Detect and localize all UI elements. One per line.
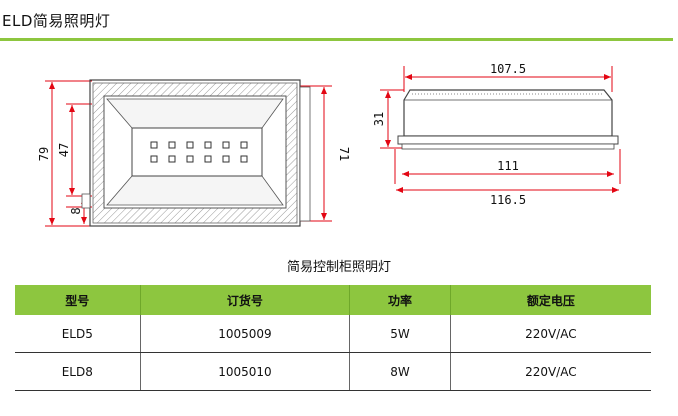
led-array: [150, 141, 248, 163]
title-underline: [0, 38, 673, 41]
cell-order-number: 1005009: [139, 315, 351, 353]
dim-111-label: 111: [497, 159, 519, 173]
header-model: 型号: [15, 285, 141, 315]
cell-voltage: 220V/AC: [449, 352, 651, 391]
dim-79-label: 79: [37, 147, 51, 161]
dim-31-label: 31: [372, 112, 386, 126]
table-caption: 简易控制柜照明灯: [286, 260, 391, 275]
table-header-row: 型号 订货号 功率 额定电压: [15, 285, 651, 315]
table-row: ELD8 1005010 8W 220V/AC: [15, 352, 651, 391]
side-view: 107.5 31 111 116.5: [372, 62, 621, 207]
dim-8-label: 8: [69, 207, 83, 214]
cell-model: ELD8: [15, 352, 141, 391]
page-title: ELD简易照明灯: [2, 12, 111, 30]
spec-table: 型号 订货号 功率 额定电压 ELD5 1005009 5W 220V/AC E…: [15, 285, 651, 391]
header-power: 功率: [349, 285, 451, 315]
dim-107-5-label: 107.5: [490, 62, 526, 76]
dim-71-label: 71: [337, 147, 351, 161]
header-voltage: 额定电压: [449, 285, 651, 315]
cell-model: ELD5: [15, 315, 141, 353]
table-row: ELD5 1005009 5W 220V/AC: [15, 315, 651, 353]
cell-power: 8W: [349, 352, 451, 391]
cell-power: 5W: [349, 315, 451, 353]
cell-order-number: 1005010: [139, 352, 351, 391]
dim-116-5-label: 116.5: [490, 193, 526, 207]
header-order-number: 订货号: [139, 285, 351, 315]
page-header: ELD简易照明灯: [0, 0, 678, 44]
cell-voltage: 220V/AC: [449, 315, 651, 353]
front-view: 79 47 8 71: [37, 79, 351, 227]
technical-drawing: 79 47 8 71: [37, 62, 621, 227]
dim-47-label: 47: [57, 143, 71, 157]
